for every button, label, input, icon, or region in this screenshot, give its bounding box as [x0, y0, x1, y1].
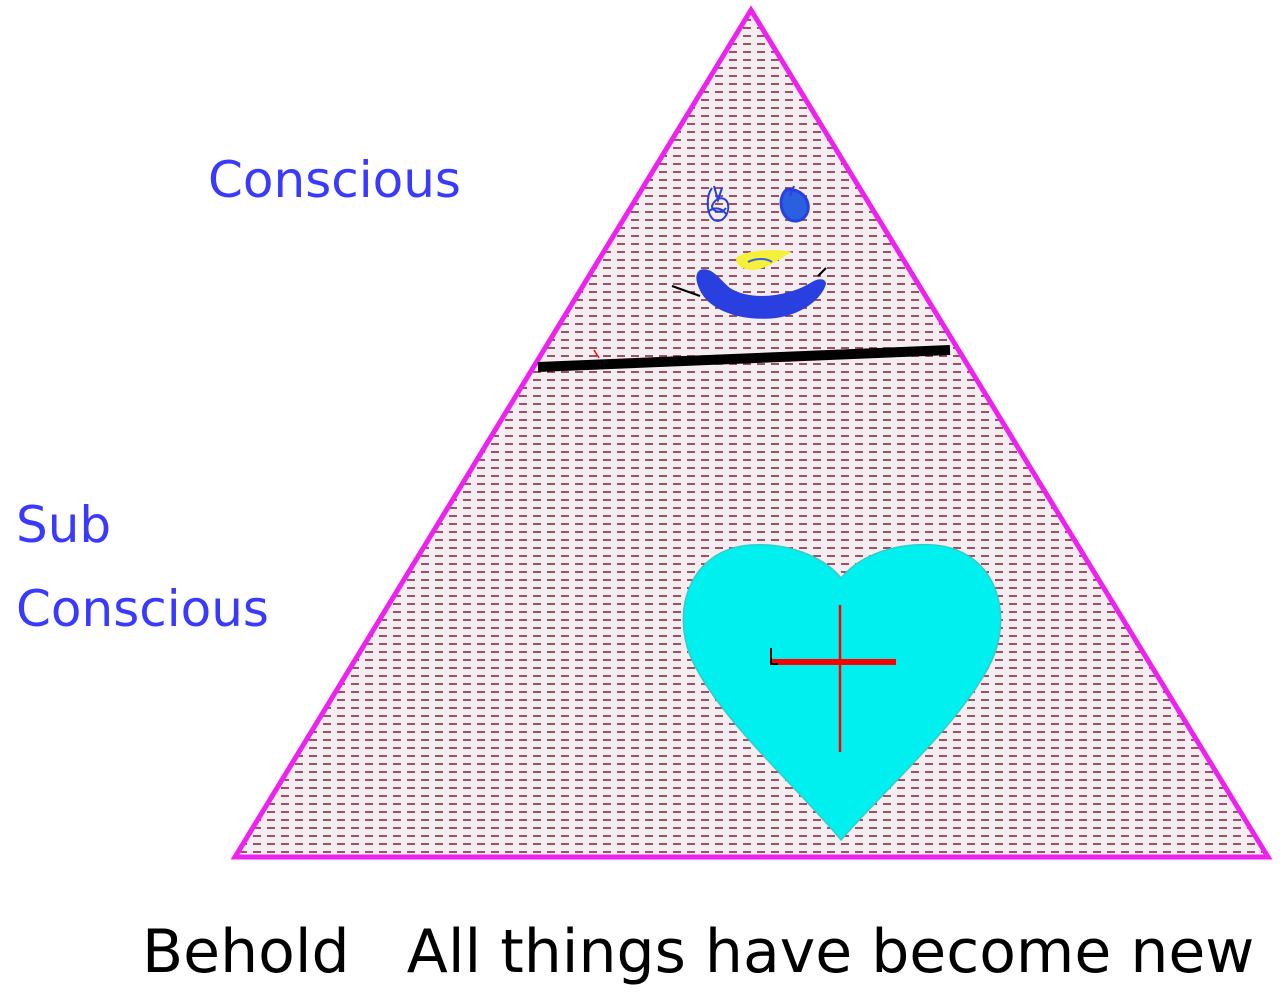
- subconscious-label-line1: Sub: [16, 483, 269, 567]
- subconscious-label: Sub Conscious: [16, 483, 269, 651]
- conscious-label: Conscious: [208, 155, 461, 205]
- caption-text: Behold All things have become new: [142, 922, 1254, 982]
- subconscious-label-line2: Conscious: [16, 567, 269, 651]
